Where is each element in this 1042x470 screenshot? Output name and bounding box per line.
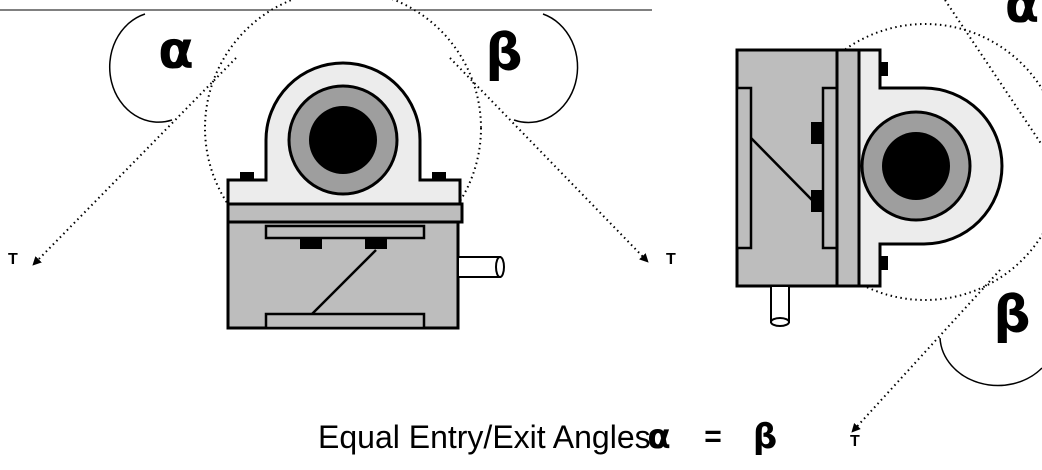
- stud-left-2: [432, 172, 446, 180]
- tension-line-left-2: [449, 57, 649, 263]
- bolt-head-right-2: [811, 190, 823, 212]
- stud-right-1: [880, 62, 888, 76]
- caption-equals: =: [704, 420, 722, 453]
- alpha-arc-left: [109, 13, 173, 123]
- tension-line-right-upper: [944, 0, 1042, 146]
- beta-label-right: β: [993, 285, 1030, 345]
- rope-wrap-circle-right: [786, 23, 1042, 301]
- bottom-shaft-end-right: [770, 317, 790, 327]
- flange-left: [226, 202, 464, 224]
- shaft-right: [882, 132, 950, 200]
- stud-left-1: [240, 172, 254, 180]
- bolt-head-left-2: [365, 238, 387, 249]
- diagonal-strut-right: [750, 137, 813, 201]
- housing-body-left: [226, 220, 460, 330]
- alpha-label-left: α: [158, 21, 194, 81]
- caption-text: Equal Entry/Exit Angles: [318, 419, 651, 455]
- bolt-head-left-1: [300, 238, 322, 249]
- tension-line-right-lower: [851, 269, 1001, 433]
- right-plate-right: [821, 86, 839, 250]
- left-plate-right: [735, 86, 753, 250]
- caption-alpha: α: [647, 417, 670, 457]
- shaft-left: [309, 106, 377, 174]
- tension-label-2: T: [666, 251, 676, 268]
- rope-wrap-circle-left: [204, 0, 482, 267]
- caption-beta: β: [753, 417, 777, 457]
- right-assembly: α β T: [735, 0, 1042, 450]
- beta-arc-left: [513, 13, 579, 124]
- top-plate-left: [264, 224, 426, 240]
- tension-line-left-1: [32, 57, 237, 266]
- side-shaft-end-left: [495, 256, 505, 278]
- bottom-shaft-right: [770, 285, 790, 323]
- bottom-plate-left: [264, 312, 426, 330]
- left-assembly: α β T T: [0, 0, 676, 330]
- caption: Equal Entry/Exit Angles α = β: [318, 417, 777, 457]
- beta-arc-right: [939, 337, 1042, 387]
- tension-label-3: T: [850, 433, 860, 450]
- stud-right-2: [880, 256, 888, 270]
- diagonal-strut-left: [311, 249, 377, 315]
- tension-label-1: T: [8, 251, 18, 268]
- beta-label-left: β: [485, 23, 522, 83]
- bolt-head-right-1: [811, 122, 823, 144]
- side-shaft-left: [457, 256, 501, 278]
- alpha-label-right: α: [1005, 0, 1039, 34]
- flange-right: [835, 48, 861, 288]
